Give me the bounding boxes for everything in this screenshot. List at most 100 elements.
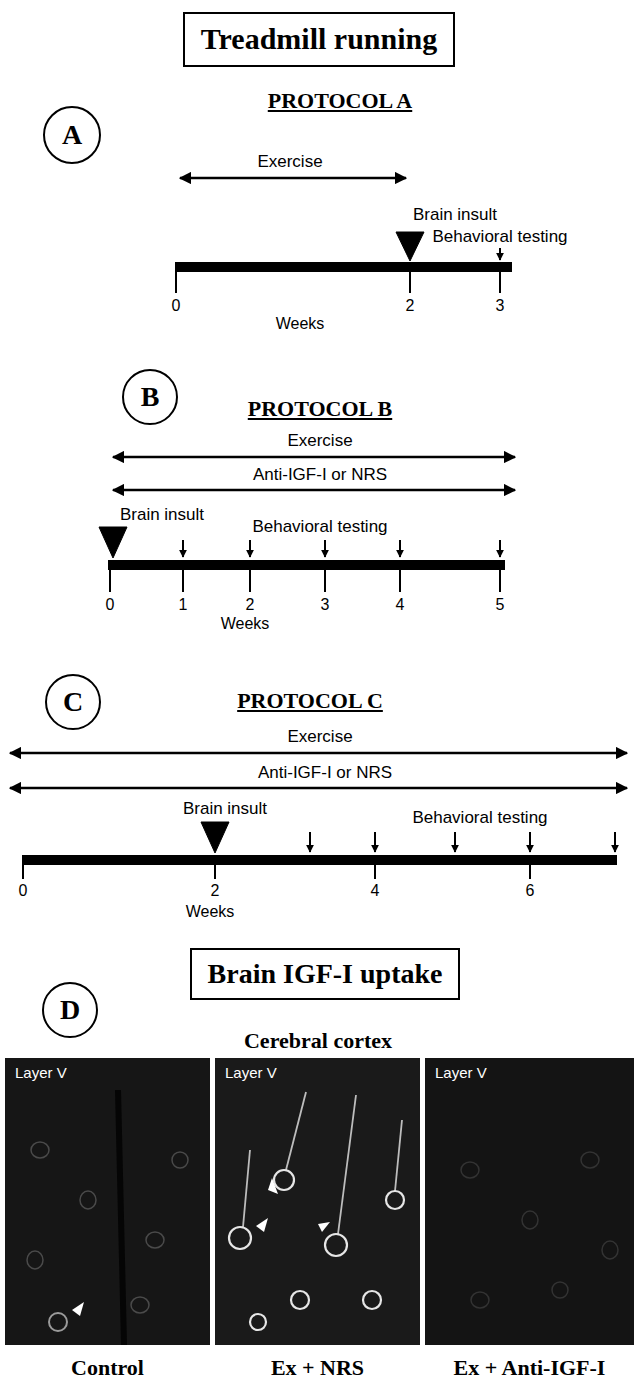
tick [249, 570, 251, 592]
cell [363, 1291, 381, 1309]
box-title: Treadmill running [201, 22, 437, 57]
cell [31, 1142, 49, 1158]
cell [131, 1297, 149, 1313]
exercise-arrow [180, 177, 406, 180]
protocol-b-art [99, 457, 515, 592]
timeline-bar [175, 262, 512, 272]
panel-letter: D [42, 982, 98, 1038]
cell [49, 1313, 67, 1331]
testing-arrow [499, 540, 501, 557]
cell [291, 1291, 309, 1309]
tick [409, 272, 411, 293]
layer-label: Layer V [225, 1064, 277, 1082]
cell [552, 1282, 568, 1298]
testing-arrow [309, 832, 311, 852]
cells [229, 1170, 404, 1330]
period-label: Exercise [287, 727, 352, 747]
cells [27, 1142, 188, 1313]
testing-arrow [324, 540, 326, 557]
axis-number: 0 [172, 296, 181, 315]
timeline-bar [22, 855, 617, 865]
axis-number: 4 [371, 881, 380, 900]
cell [386, 1191, 404, 1209]
tick [182, 570, 184, 592]
panel-caption: Ex + Anti-IGF-I [425, 1355, 634, 1381]
axis-number: 2 [246, 595, 255, 614]
timeline-bar [108, 560, 505, 570]
testing-arrow [374, 832, 376, 852]
box-title: Brain IGF-I uptake [208, 958, 443, 990]
cells [461, 1152, 618, 1308]
protocol-c-art [10, 753, 627, 879]
insult-arrowhead [201, 822, 229, 853]
period-label: Anti-IGF-I or NRS [258, 763, 392, 783]
tick [499, 272, 501, 293]
tick [22, 865, 24, 879]
tick [214, 865, 216, 879]
exercise-arrow [113, 456, 515, 459]
tick [175, 272, 177, 293]
dendrite [395, 1120, 402, 1191]
axis-number: 3 [496, 296, 505, 315]
panel-letter: C [45, 674, 101, 730]
insult-arrowhead [99, 527, 127, 558]
cell [325, 1234, 347, 1256]
panel-letter: A [43, 106, 101, 164]
micrograph-ground [5, 1058, 210, 1345]
treatment-arrow [10, 787, 627, 790]
micrograph-anti [425, 1058, 634, 1345]
panel-letter: B [122, 369, 178, 425]
testing-arrow [614, 832, 616, 852]
period-label: Exercise [257, 152, 322, 172]
axis-title: Weeks [276, 314, 325, 333]
event-label: Brain insult [183, 799, 267, 819]
tick [324, 570, 326, 592]
micrograph-panel: Layer VControl [5, 1058, 210, 1345]
axis-number: 0 [106, 595, 115, 614]
cell [602, 1241, 618, 1259]
period-label: Exercise [287, 431, 352, 451]
axis-number: 1 [179, 595, 188, 614]
section-subheading: Cerebral cortex [244, 1028, 392, 1054]
cell [80, 1191, 96, 1209]
exercise-arrow [10, 752, 627, 755]
tissue-fold [118, 1090, 124, 1345]
testing-arrow [249, 540, 251, 557]
axis-number: 6 [526, 881, 535, 900]
dendrite [338, 1095, 356, 1234]
panel-letter-text: B [141, 383, 160, 411]
treatment-arrow [113, 489, 515, 492]
axis-number: 2 [406, 296, 415, 315]
micrograph-panel: Layer VEx + Anti-IGF-I [425, 1058, 634, 1345]
cell [27, 1251, 43, 1269]
cell [522, 1211, 538, 1229]
cell [274, 1170, 294, 1190]
protocol-heading: PROTOCOL A [268, 88, 412, 114]
title-box: Treadmill running [183, 12, 455, 67]
event-label: Brain insult [413, 205, 497, 225]
testing-arrow [399, 540, 401, 557]
tick [529, 865, 531, 879]
micrograph-ground [215, 1058, 420, 1345]
testing-arrow [454, 832, 456, 852]
axis-number: 4 [396, 595, 405, 614]
cell [146, 1232, 164, 1248]
panel-letter-text: A [62, 121, 82, 149]
section-box: Brain IGF-I uptake [190, 948, 461, 1000]
tick [499, 570, 501, 592]
dendrite [286, 1092, 306, 1170]
insult-arrowhead [396, 232, 424, 261]
cell [581, 1152, 599, 1168]
axis-number: 0 [19, 881, 28, 900]
axis-number: 2 [211, 881, 220, 900]
event-label: Behavioral testing [412, 808, 547, 828]
micrograph-ground [425, 1058, 634, 1345]
cell [461, 1162, 479, 1178]
tick [374, 865, 376, 879]
event-label: Behavioral testing [252, 517, 387, 537]
micrograph-exercise [215, 1058, 420, 1345]
panel-caption: Ex + NRS [215, 1355, 420, 1381]
testing-arrow [499, 248, 501, 260]
pointer-arrowhead [72, 1302, 84, 1316]
cell [471, 1292, 489, 1308]
